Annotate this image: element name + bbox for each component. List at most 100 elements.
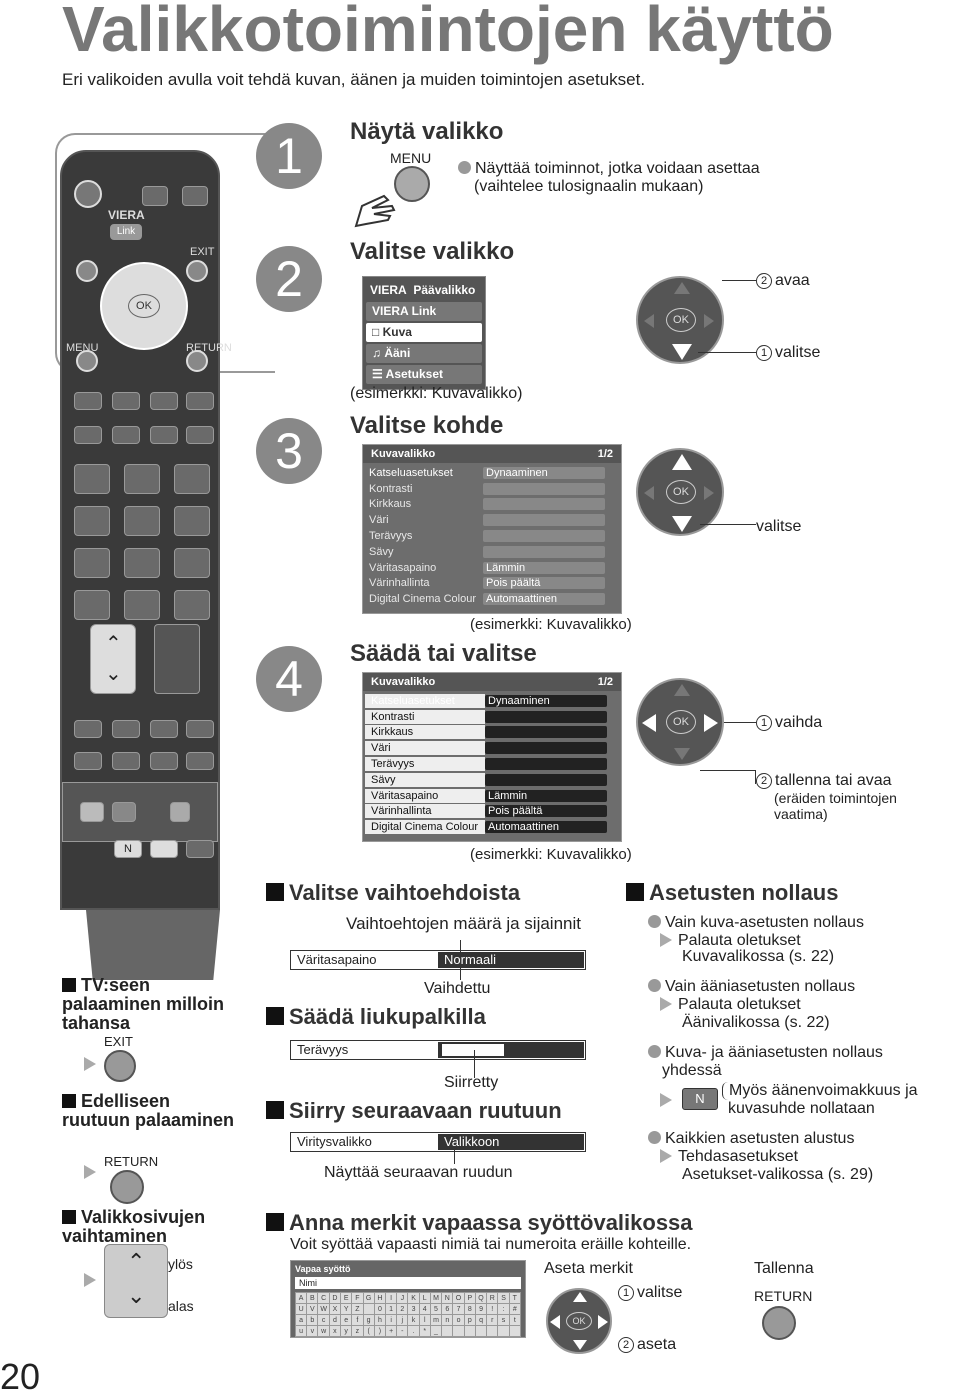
exit-button[interactable] (186, 260, 208, 282)
menu-round-button[interactable] (394, 166, 430, 202)
character-key[interactable]: 1 (385, 1303, 398, 1315)
character-key[interactable]: d (328, 1314, 342, 1326)
character-key[interactable]: 7 (452, 1303, 465, 1315)
menu-item-viera-link[interactable]: VIERA Link (366, 302, 482, 321)
character-key[interactable] (486, 1325, 499, 1337)
picture-menu-row[interactable]: Sävy (363, 772, 621, 788)
picture-menu-row-value[interactable]: Pois päältä (483, 577, 605, 590)
menu-item-kuva[interactable]: □ Kuva (366, 323, 482, 342)
picture-menu-row-value[interactable] (485, 773, 607, 786)
picture-menu-row[interactable]: Kirkkaus (363, 725, 621, 741)
dpad-ok[interactable]: OK (666, 308, 696, 332)
character-key[interactable]: i (385, 1314, 398, 1326)
return-button[interactable] (186, 350, 208, 372)
character-key[interactable]: F (351, 1292, 364, 1304)
character-key[interactable]: R (486, 1292, 499, 1304)
character-key[interactable]: I (385, 1292, 398, 1304)
character-key[interactable] (362, 1303, 375, 1315)
picture-menu-row[interactable]: Väri (363, 740, 621, 756)
character-key[interactable]: O (452, 1292, 465, 1304)
character-key[interactable]: m (429, 1314, 443, 1326)
picture-menu-row-value[interactable] (485, 742, 607, 755)
option-value[interactable]: Normaali (438, 952, 584, 968)
character-key[interactable]: _ (429, 1325, 443, 1337)
character-key[interactable]: ) (373, 1325, 387, 1337)
character-key[interactable]: n (441, 1314, 454, 1326)
character-key[interactable]: q (474, 1314, 488, 1326)
picture-menu-row[interactable]: Kontrasti (363, 709, 621, 725)
character-key[interactable]: y (340, 1325, 353, 1337)
picture-menu-row-value[interactable] (483, 482, 605, 495)
character-key[interactable]: ( (362, 1325, 375, 1337)
character-key[interactable] (452, 1325, 465, 1337)
character-key[interactable]: 6 (441, 1303, 454, 1315)
character-key[interactable]: 0 (373, 1303, 387, 1315)
character-key[interactable]: a (294, 1314, 308, 1326)
character-key[interactable]: . (407, 1325, 420, 1337)
character-key[interactable]: 4 (418, 1303, 431, 1315)
page-up-down-button[interactable]: ⌃ ⌄ (104, 1244, 168, 1318)
picture-menu-row-value[interactable]: Pois päältä (485, 805, 607, 818)
n-button[interactable]: N (114, 840, 142, 858)
dpad-free[interactable]: OK (546, 1288, 612, 1354)
character-key[interactable]: u (294, 1325, 308, 1337)
character-key[interactable]: 5 (429, 1303, 443, 1315)
character-key[interactable]: 2 (396, 1303, 409, 1315)
dpad-ok[interactable]: OK (566, 1312, 592, 1330)
character-key[interactable]: r (486, 1314, 499, 1326)
picture-menu-row-value[interactable]: Dynaaminen (483, 466, 605, 479)
menu-button[interactable] (76, 350, 98, 372)
character-key[interactable]: z (351, 1325, 364, 1337)
character-key[interactable]: N (441, 1292, 454, 1304)
n-reset-button[interactable]: N (682, 1088, 718, 1110)
dpad-step4[interactable]: OK (636, 678, 724, 766)
character-key[interactable]: P (463, 1292, 476, 1304)
picture-menu-row[interactable]: Kontrasti (363, 481, 621, 497)
character-key[interactable]: H (373, 1292, 387, 1304)
character-key[interactable]: D (328, 1292, 342, 1304)
picture-menu-row-value[interactable] (485, 726, 607, 739)
picture-menu-row[interactable]: Väri (363, 512, 621, 528)
character-key[interactable]: W (317, 1303, 330, 1315)
dpad-step2[interactable]: OK (636, 276, 724, 364)
character-key[interactable]: J (396, 1292, 409, 1304)
character-key[interactable] (474, 1325, 488, 1337)
character-key[interactable]: G (362, 1292, 375, 1304)
character-key[interactable]: 3 (407, 1303, 420, 1315)
character-key[interactable]: + (385, 1325, 398, 1337)
ok-button[interactable]: OK (128, 294, 160, 318)
character-key[interactable]: b (306, 1314, 319, 1326)
picture-menu-row-value[interactable] (483, 498, 605, 511)
picture-menu-row-value[interactable]: Lämmin (483, 561, 605, 574)
character-key[interactable]: V (306, 1303, 319, 1315)
picture-menu-row-value[interactable]: Lämmin (485, 789, 607, 802)
character-key[interactable]: 8 (463, 1303, 476, 1315)
picture-menu-row-value[interactable]: Automaattinen (483, 593, 605, 606)
picture-menu-row-value[interactable] (485, 710, 607, 723)
character-key[interactable]: Z (351, 1303, 364, 1315)
character-key[interactable]: c (317, 1314, 330, 1326)
character-key[interactable]: o (452, 1314, 465, 1326)
character-key[interactable]: k (407, 1314, 420, 1326)
next-value[interactable]: Valikkoon (438, 1134, 584, 1150)
character-key[interactable]: X (328, 1303, 342, 1315)
power-button[interactable] (74, 180, 102, 208)
picture-menu-row-value[interactable] (483, 530, 605, 543)
character-key[interactable]: t (508, 1314, 522, 1326)
character-key[interactable]: p (463, 1314, 476, 1326)
dpad-step3[interactable]: OK (636, 448, 724, 536)
character-key[interactable]: j (396, 1314, 409, 1326)
character-key[interactable]: U (294, 1303, 308, 1315)
picture-menu-row-value[interactable] (483, 545, 605, 558)
character-key[interactable]: 9 (474, 1303, 488, 1315)
name-field[interactable]: Nimi (295, 1277, 521, 1289)
character-key[interactable] (463, 1325, 476, 1337)
character-key[interactable]: : (497, 1303, 510, 1315)
